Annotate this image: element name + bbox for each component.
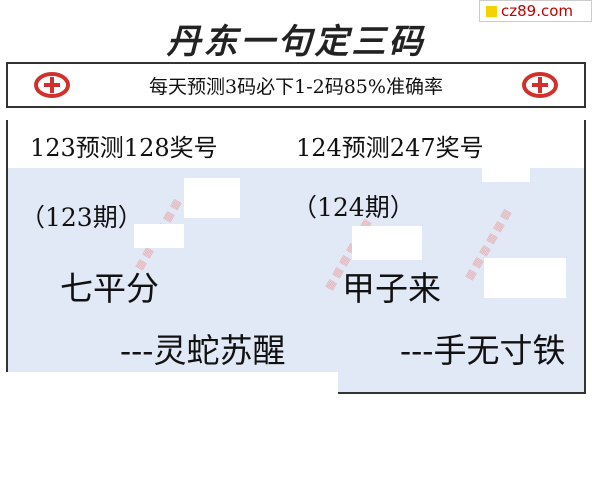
riddle-phrase-123: 七平分 [60, 269, 159, 308]
riddle-panel: ▦ ▦ ▦ ▦ ▦ ▦ ▦ ▦ ▦ ▦ ▦ ▦ ▦ ▦ ▦ ▦ ▦ ▦ （123… [6, 168, 586, 394]
riddle-answer-124: ---手无寸铁 [400, 331, 566, 370]
subtitle-box: 每天预测3码必下1-2码85%准确率 [6, 62, 586, 108]
lottery-logo-icon [34, 72, 70, 98]
prediction-header-left: 123预测128奖号 [30, 134, 218, 162]
redaction-box [484, 258, 566, 298]
redaction-box [0, 372, 338, 481]
redaction-box [352, 226, 422, 260]
prediction-header-right: 124预测247奖号 [296, 134, 484, 162]
riddle-answer-123: ---灵蛇苏醒 [120, 331, 286, 370]
period-label-123: （123期） [20, 203, 143, 232]
lottery-logo-icon [522, 72, 558, 98]
riddle-phrase-124: 甲子来 [342, 269, 441, 308]
subtitle-text: 每天预测3码必下1-2码85%准确率 [149, 75, 443, 98]
prediction-header-row: 123预测128奖号 124预测247奖号 [6, 120, 586, 168]
site-badge-text: cz89.com [501, 2, 574, 20]
site-badge[interactable]: cz89.com [479, 0, 592, 22]
badge-square-icon [486, 5, 497, 17]
page-title: 丹东一句定三码 [166, 22, 426, 62]
redaction-box [134, 224, 184, 248]
redaction-box [184, 178, 240, 218]
period-label-124: （124期） [292, 193, 415, 222]
redaction-box [482, 130, 530, 182]
